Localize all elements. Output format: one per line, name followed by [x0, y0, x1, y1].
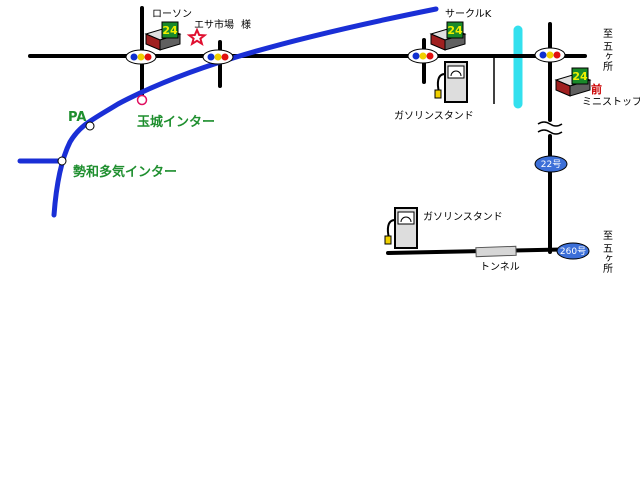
highway-main	[51, 6, 439, 218]
fuel-pump-icon	[384, 207, 418, 249]
tunnel-icon	[475, 245, 517, 258]
traffic-signal-icon	[407, 48, 439, 64]
gas-station-2-label: ガソリンスタンド	[423, 211, 503, 223]
mae-label: 前	[591, 82, 602, 96]
circle-k-label: サークルK	[445, 8, 492, 20]
convenience-store-24-icon	[555, 67, 591, 97]
route-22-badge	[534, 155, 568, 173]
seiwa-taki-ic-label: 勢和多気インター	[73, 164, 177, 180]
convenience-store-24-icon	[145, 21, 181, 51]
pa-marker	[85, 121, 95, 131]
route-22-label: 22号	[541, 159, 561, 170]
convenience-store-24-icon	[430, 21, 466, 51]
traffic-signal-icon	[125, 49, 157, 65]
tamatsukuri-ic-marker	[136, 94, 148, 106]
traffic-signal-icon	[202, 49, 234, 65]
tamatsukuri-ic-label: 玉城インター	[137, 114, 215, 130]
pa-label: PA	[68, 110, 86, 125]
traffic-signal-icon	[534, 47, 566, 63]
esa-market-label: エサ市場	[194, 18, 234, 31]
tunnel-label: トンネル	[480, 261, 520, 273]
route-260-badge	[556, 242, 590, 260]
lawson-label: ローソン	[152, 9, 192, 20]
direction-gokasho-bottom: 至 五ヶ所	[601, 230, 613, 274]
road-break-mark	[537, 121, 563, 135]
fuel-pump-icon	[434, 61, 468, 103]
route-260-label: 260号	[560, 246, 586, 257]
direction-gokasho-top: 至 五ヶ所	[601, 28, 613, 72]
seiwa-taki-ic-marker	[57, 156, 67, 166]
mini-stop-label: ミニストップ	[582, 96, 640, 108]
gas-station-1-label: ガソリンスタンド	[394, 110, 474, 122]
star-marker-icon	[186, 27, 208, 46]
sama-label: 様	[241, 18, 251, 31]
